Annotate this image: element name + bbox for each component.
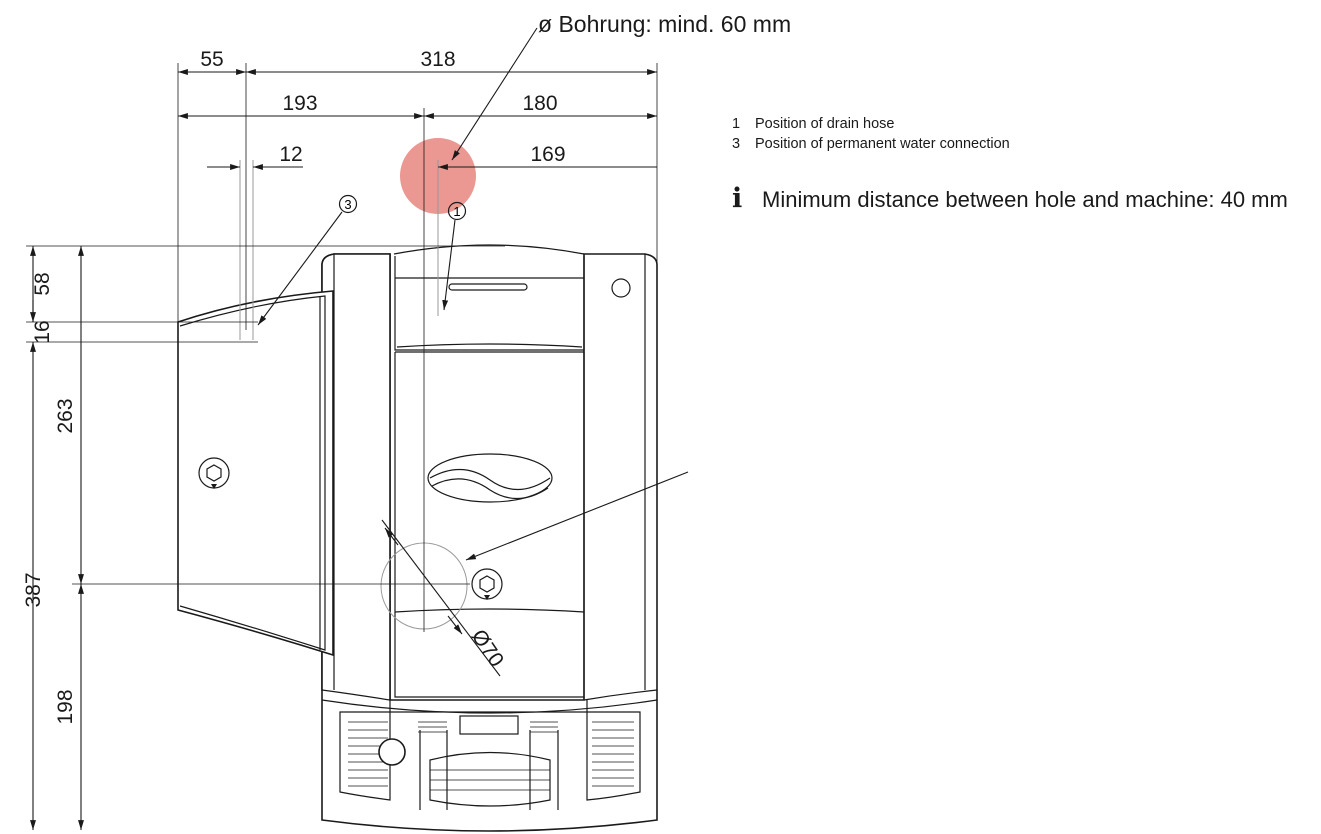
marker-1: 1 (442, 201, 467, 311)
legend: 1 Position of drain hose 3 Position of p… (732, 114, 1010, 154)
legend-label: Position of permanent water connection (755, 136, 1010, 152)
dim-387: 387 (22, 572, 45, 607)
marker-3: 3 (257, 194, 358, 326)
dim-198: 198 (54, 689, 77, 724)
bolt-left (198, 457, 230, 489)
legend-item: 3 Position of permanent water connection (732, 134, 1010, 154)
legend-item: 1 Position of drain hose (732, 114, 1010, 134)
info-note: i Minimum distance between hole and mach… (732, 184, 1321, 215)
dim-diameter-70: Ø70 (467, 625, 508, 671)
machine-outline (177, 244, 658, 832)
dim-16: 16 (31, 320, 54, 343)
legend-label: Position of drain hose (755, 116, 895, 132)
dim-263: 263 (54, 398, 77, 433)
dim-318: 318 (420, 48, 455, 71)
bolt-right (471, 568, 503, 600)
svg-text:1: 1 (453, 204, 460, 219)
legend-number: 3 (732, 136, 741, 152)
diameter-dimension (381, 471, 689, 677)
svg-text:3: 3 (344, 197, 351, 212)
hole-diameter-label: ø Bohrung: mind. 60 mm (538, 11, 792, 37)
left-dimension-lines (26, 245, 505, 830)
dim-55: 55 (200, 48, 223, 71)
dim-193: 193 (282, 92, 317, 115)
dim-180: 180 (522, 92, 557, 115)
dim-12: 12 (279, 143, 302, 166)
dim-58: 58 (31, 272, 54, 295)
dim-169: 169 (530, 143, 565, 166)
legend-number: 1 (732, 116, 741, 132)
info-note-text: Minimum distance between hole and machin… (762, 187, 1288, 212)
info-icon: i (732, 183, 743, 214)
top-dimension-lines (177, 63, 658, 632)
